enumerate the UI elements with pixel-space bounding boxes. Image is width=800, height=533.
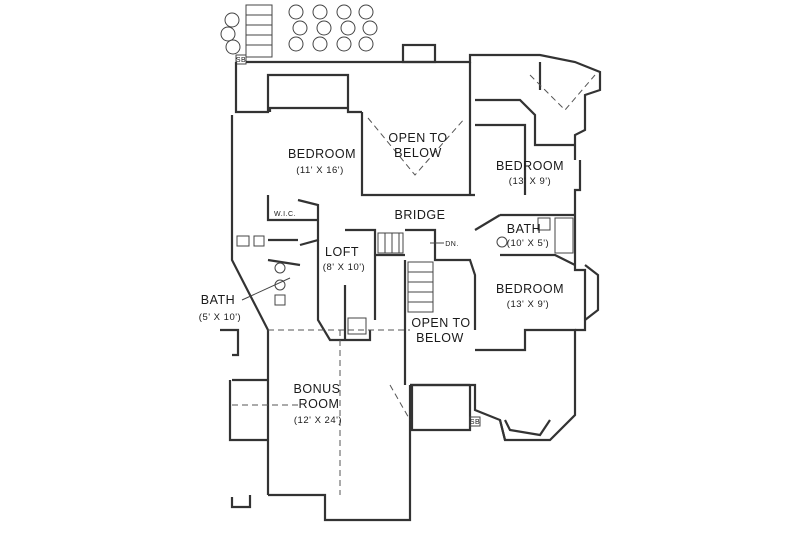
fixtures: SB xyxy=(236,217,574,427)
open-to-below-line2-2: BELOW xyxy=(416,331,464,345)
bonus-room-dims: (12' X 24') xyxy=(294,415,342,426)
stair-down-label: DN. xyxy=(445,241,459,248)
mark-label: SB xyxy=(236,57,246,64)
loft-name-label: LOFT xyxy=(325,245,359,259)
bonus-room-line1: BONUS xyxy=(294,382,341,396)
bridge-label: BRIDGE xyxy=(395,208,446,222)
bath-dims-label: (10' X 5') xyxy=(507,238,549,249)
bedroom-dims-label-2: (13' X 9') xyxy=(509,176,551,187)
open-to-below-line1: OPEN TO xyxy=(388,131,447,145)
bedroom-name-label: BEDROOM xyxy=(288,147,356,161)
outer-walls xyxy=(220,43,602,522)
bath-dims-label-2: (5' X 10') xyxy=(199,312,241,323)
open-to-below-line1-2: OPEN TO xyxy=(411,316,470,330)
landscaping: SB xyxy=(220,4,378,65)
bath-leader-line xyxy=(241,277,291,301)
bath-name-label-2: BATH xyxy=(201,293,235,307)
bedroom-dims-label-3: (13' X 9') xyxy=(507,299,549,310)
mark-label-2: SB xyxy=(470,419,480,426)
bedroom-name-label-2: BEDROOM xyxy=(496,159,564,173)
staircase: DN. xyxy=(377,232,459,313)
room-labels: BEDROOM (11' X 16') OPEN TO BELOW BEDROO… xyxy=(199,131,564,426)
wic-label: W.I.C. xyxy=(274,211,296,218)
bedroom-name-label-3: BEDROOM xyxy=(496,282,564,296)
loft-dims-label: (8' X 10') xyxy=(323,262,365,273)
bonus-room-line2: ROOM xyxy=(299,397,340,411)
open-to-below-line2: BELOW xyxy=(394,146,442,160)
bath-name-label: BATH xyxy=(507,222,541,236)
bedroom-dims-label: (11' X 16') xyxy=(296,165,344,176)
open-to-below-markings xyxy=(232,74,596,495)
